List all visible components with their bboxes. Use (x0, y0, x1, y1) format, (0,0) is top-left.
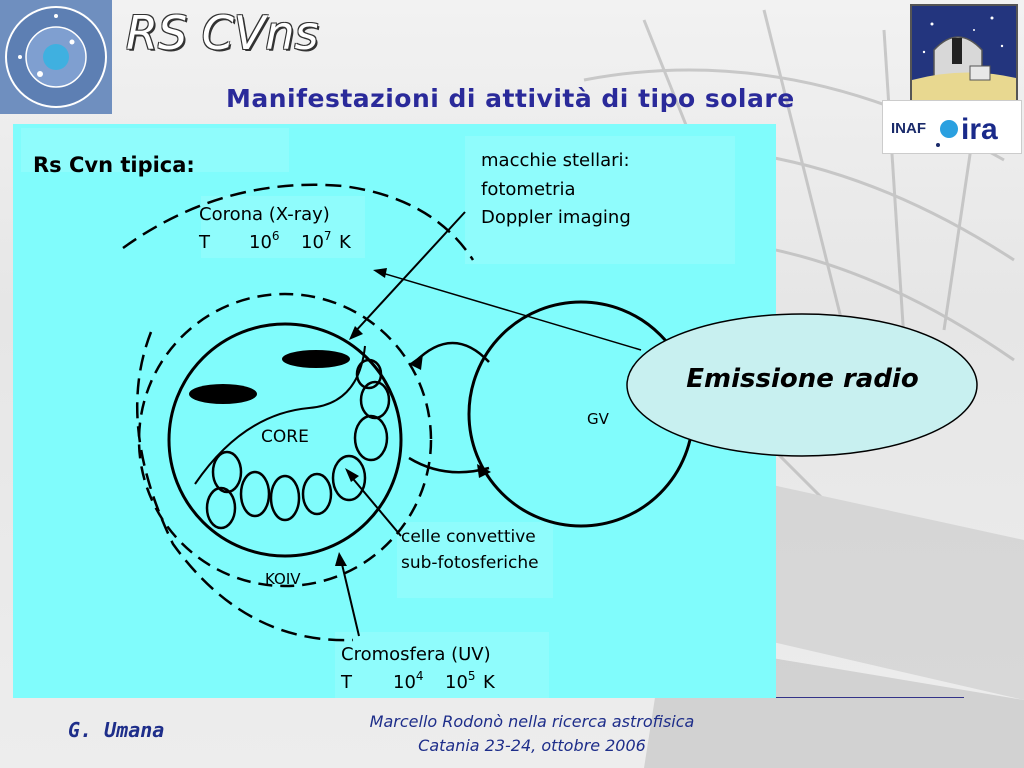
convective-cells-label-1: celle convettive (401, 527, 536, 547)
convective-cells-label-2: sub-fotosferiche (401, 553, 539, 573)
companion-star-label: GV (587, 410, 610, 428)
footer-event-line-1: Marcello Rodonò nella ricerca astrofisic… (369, 712, 695, 731)
radio-emission-callout: Emissione radio (625, 312, 980, 458)
core-label: CORE (261, 427, 309, 447)
starspots-label-1: macchie stellari: (481, 150, 630, 171)
primary-star-label: KOIV (265, 570, 301, 588)
starspots-label-2: fotometria (481, 179, 576, 200)
inaf-ira-logo: INAF ira (882, 100, 1022, 154)
footer-event: Marcello Rodonò nella ricerca astrofisic… (332, 710, 732, 758)
inaf-logo-text: INAF (891, 120, 926, 137)
starspots-label-3: Doppler imaging (481, 207, 631, 228)
slide-title: RS CVns (126, 6, 319, 60)
chromosphere-label: Cromosfera (UV) (341, 644, 491, 665)
footer-event-line-2: Catania 23-24, ottobre 2006 (418, 736, 646, 755)
footer-author: G. Umana (68, 718, 165, 742)
ira-logo-text: ira (961, 113, 998, 146)
inaf-seal-logo (0, 0, 112, 114)
corona-label: Corona (X-ray) (199, 204, 330, 225)
diagram-heading: Rs Cvn tipica: (33, 153, 195, 177)
footer-divider (776, 697, 964, 698)
slide-subtitle: Manifestazioni di attività di tipo solar… (226, 84, 795, 113)
observatory-logo (910, 4, 1018, 104)
rscvn-diagram: Rs Cvn tipica: macchie stellari: fotomet… (21, 128, 735, 698)
radio-emission-text: Emissione radio (686, 364, 919, 394)
